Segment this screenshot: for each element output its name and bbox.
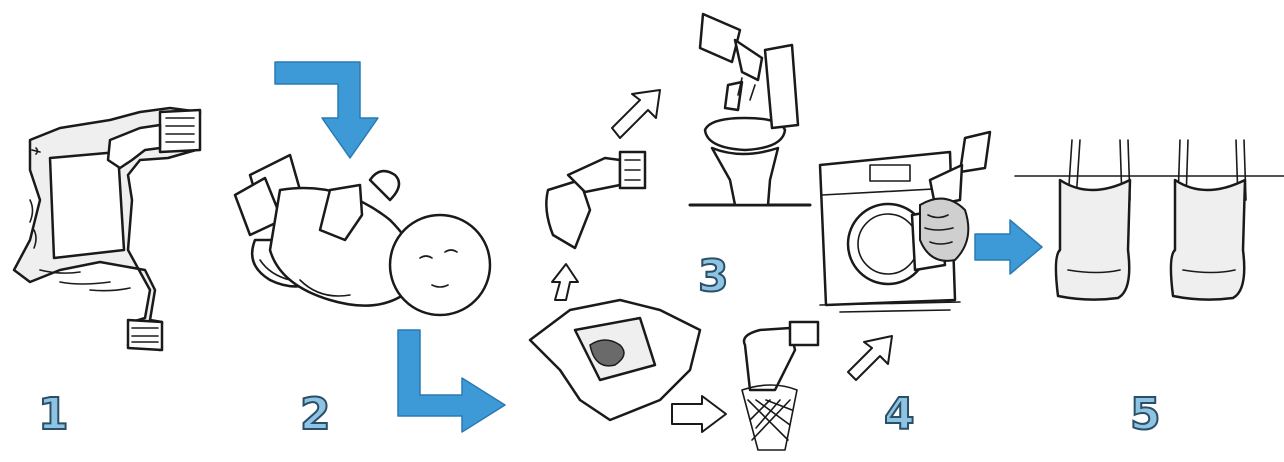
blue-arrow-right-icon: [398, 330, 505, 432]
washing-machine-icon: [820, 132, 990, 312]
baby-diaper-change-icon: [235, 155, 490, 315]
step-number-2: 2: [300, 393, 331, 437]
step-number-4: 4: [884, 393, 915, 437]
clothesline-drying-icon: [1015, 140, 1284, 300]
blue-arrow-right-icon-2: [975, 220, 1042, 274]
blue-arrow-down-icon: [275, 62, 378, 158]
step-number-1: 1: [38, 393, 69, 437]
step-number-3: 3: [698, 255, 729, 299]
cloth-diaper-with-insert-icon: [14, 108, 200, 350]
soiled-diaper-icon: [530, 300, 700, 420]
outline-arrow-right-icon: [672, 396, 726, 432]
outline-arrow-upright-icon: [612, 90, 660, 138]
outline-arrow-up-icon: [552, 264, 578, 300]
hand-with-liner-icon: [546, 152, 645, 248]
step-number-5: 5: [1130, 393, 1161, 437]
toilet-disposal-icon: [690, 14, 810, 205]
outline-arrow-upright-icon-2: [848, 336, 892, 380]
wet-bag-icon: [742, 322, 818, 450]
